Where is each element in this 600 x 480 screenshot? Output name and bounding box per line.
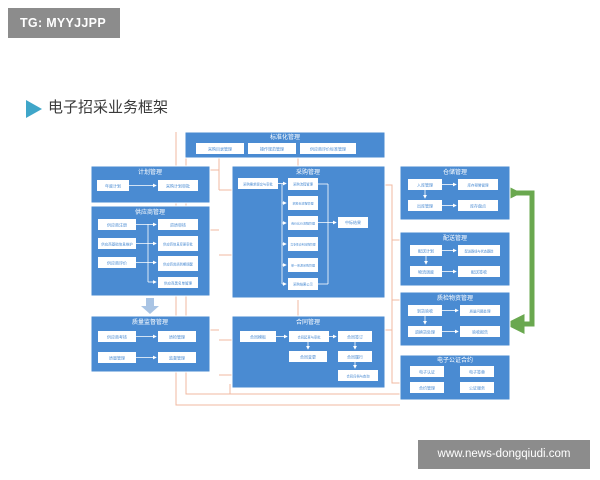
procurement-item: 竞争性谈判流程管理 — [290, 243, 315, 247]
quality-item: 质检管理 — [169, 334, 185, 340]
panel-delivery: 配送管理 配送计划 配送路线与状态跟踪 物流调度 配送签收 — [399, 231, 511, 287]
eoffice-item: 电子签章 — [469, 369, 485, 375]
procurement-item: 采购结果公示 — [293, 282, 313, 287]
panel-title-quality: 质量监督管理 — [132, 318, 168, 326]
delivery-item: 配送计划 — [418, 248, 434, 254]
delivery-item: 配送签收 — [471, 269, 487, 275]
panel-title-procurement: 采购管理 — [296, 168, 320, 176]
contract-item: 合同签订 — [347, 334, 363, 340]
warehouse-item: 库存盘点 — [470, 203, 486, 209]
warehouse-item: 库存预警管理 — [468, 183, 489, 188]
warehouse-item: 出库管理 — [417, 203, 433, 209]
feedback-arrow-icon — [501, 183, 535, 334]
panel-supplier: 供应商管理 供应商注册 供应商基础信息维护 供应商评价 资质审核 供应商信息变更… — [90, 205, 211, 297]
quality-item: 质量管理 — [109, 355, 125, 361]
quality-item: 监督管理 — [169, 355, 185, 361]
panel-procurement: 采购管理 采购需求提交与审批 采购流程管理 招投标流程管理 询价比价流程管理 竞… — [231, 165, 386, 299]
watermark-top-left: TG: MYYJJPP — [8, 8, 120, 38]
eoffice-item: 合约管理 — [419, 385, 435, 391]
contract-item: 合同模板 — [250, 334, 266, 340]
page-title: 电子招采业务框架 — [48, 98, 169, 116]
panel-plan: 计划管理 年度计划 采购计划审批 — [90, 165, 211, 204]
supplier-item: 供应商基础信息维护 — [101, 242, 133, 247]
panel-contract: 合同管理 合同模板 合同起草与审批 合同签订 合同变更 合同履行 合同归档与查询 — [231, 315, 386, 389]
acceptance-item: 验收报告 — [472, 329, 488, 335]
contract-item: 合同归档与查询 — [346, 374, 370, 379]
acceptance-item: 到货验收 — [417, 308, 433, 314]
warehouse-item: 入库管理 — [417, 182, 433, 188]
panel-standardization: 标准化管理 采购目录管理 操作规范管理 供应商评价标准管理 — [184, 131, 386, 159]
contract-item: 合同变更 — [300, 354, 316, 360]
delivery-item: 物流调度 — [418, 269, 434, 275]
procurement-item: 招投标流程管理 — [292, 201, 313, 206]
panel-quality: 质量监督管理 供应商考核 质量管理 质检管理 监督管理 — [90, 315, 211, 373]
std-item: 操作规范管理 — [260, 146, 284, 152]
procurement-item: 单一来源采购管理 — [291, 263, 315, 268]
eoffice-item: 电子认证 — [419, 369, 435, 375]
procurement-item: 采购流程管理 — [293, 182, 313, 187]
supplier-item: 供应商黑名单管理 — [164, 281, 192, 286]
procurement-result-box: 中标结果 — [345, 219, 361, 225]
plan-item: 年度计划 — [105, 183, 121, 189]
procurement-request-box: 采购需求提交与审批 — [243, 182, 273, 187]
supplier-item: 供应商资质到期提醒 — [163, 262, 193, 267]
panel-title-acceptance: 质检物资管理 — [437, 294, 473, 302]
std-item: 供应商评价标准管理 — [310, 146, 346, 152]
acceptance-item: 质量问题处理 — [470, 309, 491, 314]
panel-acceptance: 质检物资管理 到货验收 质量问题处理 退换货处理 验收报告 — [399, 291, 511, 347]
panel-eoffice: 电子公证合约 电子认证 电子签章 合约管理 公证服务 — [399, 354, 511, 401]
std-item: 采购目录管理 — [208, 146, 232, 152]
plan-item: 采购计划审批 — [166, 183, 190, 189]
supplier-item: 供应商评价 — [107, 260, 127, 266]
supplier-item: 资质审核 — [170, 222, 186, 228]
down-arrow-icon — [141, 298, 159, 314]
panel-title-supplier: 供应商管理 — [135, 208, 165, 216]
procurement-item: 询价比价流程管理 — [291, 221, 315, 226]
panel-title-standardization: 标准化管理 — [270, 133, 300, 141]
acceptance-item: 退换货处理 — [415, 329, 435, 335]
supplier-item: 供应商注册 — [107, 222, 127, 228]
quality-item: 供应商考核 — [107, 334, 127, 340]
delivery-item: 配送路线与状态跟踪 — [465, 249, 494, 254]
triangle-bullet-icon — [26, 100, 42, 118]
panel-title-contract: 合同管理 — [296, 318, 320, 326]
eoffice-item: 公证服务 — [469, 385, 485, 391]
panel-title-plan: 计划管理 — [138, 168, 162, 176]
panel-title-warehouse: 仓储管理 — [443, 168, 467, 176]
contract-item: 合同起草与审批 — [297, 335, 321, 340]
contract-item: 合同履行 — [347, 354, 363, 360]
panel-title-delivery: 配送管理 — [443, 234, 467, 242]
watermark-bottom-right: www.news-dongqiudi.com — [418, 440, 590, 469]
panel-warehouse: 仓储管理 入库管理 库存预警管理 出库管理 库存盘点 — [399, 165, 511, 221]
panel-title-eoffice: 电子公证合约 — [437, 356, 473, 364]
supplier-item: 供应商信息变更审批 — [163, 242, 193, 247]
